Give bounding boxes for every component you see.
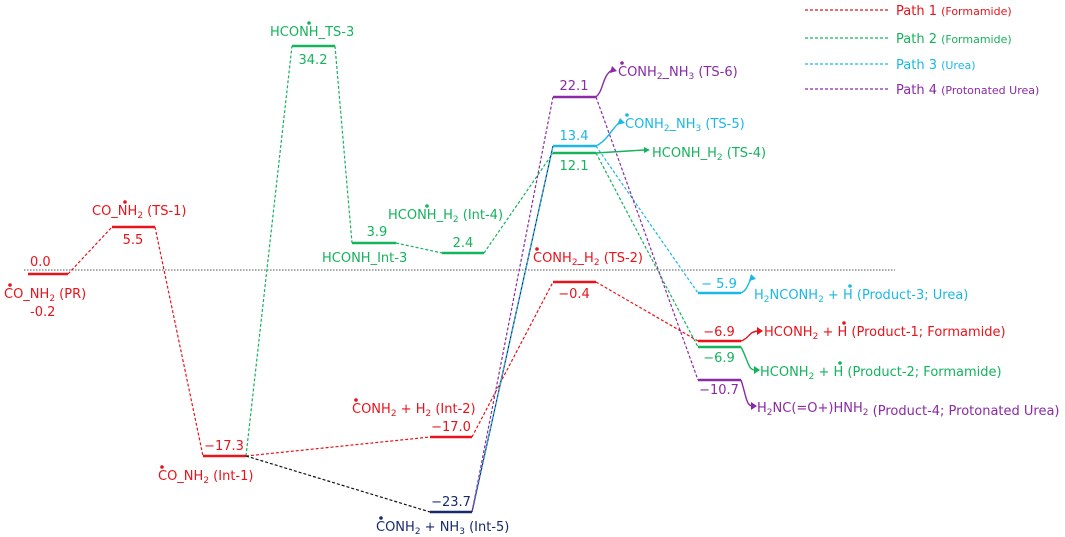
arrow-p3-head [749, 274, 756, 281]
arrow-ts4 [595, 149, 645, 154]
radical-dot [160, 465, 164, 469]
arrow-ts5-head [617, 118, 625, 125]
label-p4: H2NC(=O+)HNH2 (Product-4; Protonated Ure… [757, 401, 1060, 419]
connector-int1-int2 [245, 436, 431, 457]
connector-ts4-p2 [595, 152, 699, 348]
label-ts2: CONH2_H2 (TS-2) [533, 251, 643, 268]
label-int2: CONH2 + H2 (Int-2) [352, 402, 476, 419]
energy-value-int4: 2.4 [453, 236, 474, 251]
arrow-p1 [740, 330, 759, 342]
connector-int5-ts5-cyan [471, 145, 554, 513]
label-int4: HCONH_H2 (Int-4) [388, 208, 503, 225]
energy-value-ts5: 13.4 [560, 129, 589, 144]
label-ts1: CO_NH2 (TS-1) [92, 204, 186, 221]
energy-value-ts6: 22.1 [560, 79, 589, 94]
legend: Path 1 (Formamide) Path 2 (Formamide) Path… [805, 4, 1039, 98]
radical-dot [379, 516, 383, 520]
radical-dot [848, 284, 852, 288]
radical-dot [307, 21, 311, 25]
arrow-p2 [740, 346, 756, 371]
connector-int1-int5 [245, 455, 431, 513]
energy-value-ts3: 34.2 [299, 53, 328, 68]
label-p2: HCONH2 + H (Product-2; Formamide) [760, 365, 1002, 382]
label-int1: CO_NH2 (Int-1) [158, 469, 253, 486]
energy-value-pr: 0.0 [30, 255, 51, 270]
radical-dot [8, 283, 12, 287]
connector-int5-ts6 [471, 96, 554, 513]
connector-ts5-p3 [595, 145, 699, 294]
energy-value-ts1: 5.5 [123, 233, 144, 248]
energy-value-pr-2: -0.2 [30, 305, 55, 320]
connector-ts1-int1 [154, 226, 204, 457]
energy-value-int3: 3.9 [367, 225, 388, 240]
legend-label-2: Path 2 (Formamide) [896, 32, 1012, 47]
connector-int1-ts3 [245, 45, 293, 457]
label-pr: CO_NH2 (PR) [4, 287, 86, 304]
connector-lines [24, 45, 895, 513]
connector-ts3-int3 [334, 45, 353, 244]
arrow-p2-head [754, 366, 760, 374]
radical-dot [838, 361, 842, 365]
label-ts5: CONH2_NH3 (TS-5) [625, 117, 745, 134]
label-ts3: HCONH_TS-3 [270, 25, 354, 40]
radical-dot [620, 61, 624, 65]
radical-dot [354, 398, 358, 402]
arrow-ts6 [595, 69, 613, 98]
legend-label-4: Path 4 (Protonated Urea) [896, 83, 1039, 98]
energy-value-ts2: −0.4 [558, 287, 590, 302]
connector-int2-ts2 [471, 281, 554, 438]
legend-label-3: Path 3 (Urea) [896, 58, 976, 73]
energy-value-int1: −17.3 [204, 439, 244, 454]
energy-levels [28, 44, 741, 514]
energy-value-p2: −6.9 [703, 351, 735, 366]
arrow-ts4-head [644, 147, 650, 153]
connector-ts2-p1 [595, 281, 699, 342]
radical-dot [425, 204, 429, 208]
species-labels: CO_NH2 (PR) CO_NH2 (TS-1) CO_NH2 (Int-1) HC… [4, 21, 1060, 537]
arrow-ts5 [595, 121, 621, 147]
energy-value-int5: −23.7 [431, 495, 471, 510]
radical-dot [625, 113, 629, 117]
legend-label-1: Path 1 (Formamide) [896, 4, 1012, 19]
energy-value-p3: − 5.9 [701, 277, 737, 292]
label-p3: H2NCONH2 + H (Product-3; Urea) [754, 288, 968, 305]
radical-dot [123, 200, 127, 204]
connector-ts6-p4 [595, 96, 699, 381]
arrow-ts6-head [610, 66, 617, 73]
label-int3: HCONH_Int-3 [322, 251, 407, 266]
label-int5: CONH2 + NH3 (Int-5) [376, 520, 509, 537]
connector-pr-ts1 [67, 226, 113, 275]
energy-values: 0.0 -0.2 5.5 −17.3 34.2 3.9 2.4 −17.0 −23.7 22.1 1… [30, 53, 739, 510]
connector-int4-ts4 [483, 152, 554, 254]
label-ts6: CONH2_NH3 (TS-6) [618, 65, 738, 82]
energy-value-p1: −6.9 [703, 325, 735, 340]
energy-value-p4: −10.7 [699, 383, 739, 398]
energy-value-ts4: 12.1 [560, 159, 589, 174]
energy-value-int2: −17.0 [431, 420, 471, 435]
connector-int3-int4 [395, 242, 443, 254]
radical-dot [535, 247, 539, 251]
arrow-p1-head [757, 327, 763, 335]
label-p1: HCONH2 + H (Product-1; Formamide) [764, 325, 1006, 342]
arrow-p4-head [751, 402, 757, 410]
arrow-p4 [740, 379, 753, 407]
radical-dot [842, 321, 846, 325]
label-ts4: HCONH_H2 (TS-4) [652, 146, 766, 163]
